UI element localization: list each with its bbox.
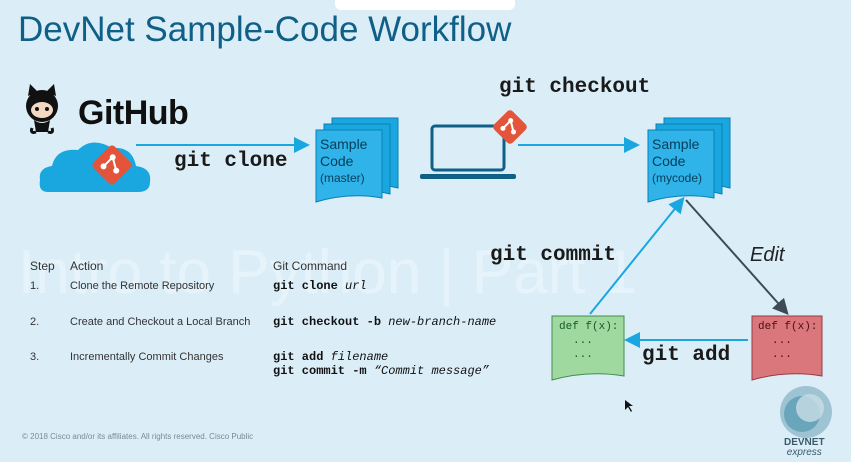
doc-mycode-line2: Code: [652, 153, 686, 169]
row3-step: 3.: [30, 351, 40, 363]
devnet-express-text: DEVNET express: [784, 438, 825, 458]
octocat-icon: [26, 84, 58, 134]
row3-command2-arg: “Commit message”: [373, 364, 490, 378]
git-logo-icon: [493, 110, 527, 144]
staged-file-code: def f(x): ... ...: [559, 320, 618, 362]
table-header-step: Step: [30, 259, 55, 273]
laptop-icon: [420, 124, 516, 179]
commit-arrow: [589, 196, 685, 315]
page-title: DevNet Sample-Code Workflow: [18, 10, 512, 49]
devnet-express-logo: [780, 386, 832, 438]
doc-mycode-line3: (mycode): [652, 171, 703, 185]
staged-code-line2: ...: [573, 335, 593, 347]
git-commit-label: git commit: [490, 244, 617, 267]
row2-step: 2.: [30, 316, 40, 328]
edit-arrow: [685, 199, 789, 315]
modified-file: [751, 315, 823, 381]
row1-step: 1.: [30, 280, 40, 292]
staged-file: [551, 315, 625, 381]
doc-master-line3: (master): [320, 171, 365, 185]
devnet-logo-line1: DEVNET: [784, 437, 825, 448]
footer-copyright: © 2018 Cisco and/or its affiliates. All …: [22, 432, 254, 441]
row3-action: Incrementally Commit Changes: [70, 351, 224, 363]
table-header-command: Git Command: [273, 259, 348, 273]
git-clone-label: git clone: [174, 150, 288, 173]
git-add-label: git add: [642, 344, 731, 367]
row3-command1-arg: filename: [330, 350, 389, 364]
doc-stack-master: [315, 117, 399, 203]
modified-file-code: def f(x): ... ...: [758, 320, 817, 362]
row3-command1-bold: git add: [273, 350, 324, 364]
watermark-text: Intro to Python | Part 1: [18, 238, 638, 307]
row3-command-1: git add filename: [273, 350, 388, 364]
modified-code-line3: ...: [772, 349, 792, 361]
doc-master-line1: Sample: [320, 136, 368, 152]
row3-command2-bold: git commit -m: [273, 364, 367, 378]
doc-mycode-line1: Sample: [652, 136, 700, 152]
row1-command: git clone url: [273, 279, 367, 293]
doc-stack-mycode: [647, 117, 731, 203]
edit-label: Edit: [750, 244, 785, 266]
doc-master-text: Sample Code (master): [320, 136, 367, 187]
modified-code-line2: ...: [772, 335, 792, 347]
git-logo-icon: [92, 145, 132, 185]
staged-code-line3: ...: [573, 349, 593, 361]
row2-command-bold: git checkout -b: [273, 315, 382, 329]
doc-master-line2: Code: [320, 153, 354, 169]
modified-code-line1: def f(x):: [758, 321, 818, 333]
mouse-cursor: [625, 400, 633, 412]
top-tab: [335, 0, 515, 10]
github-label: GitHub: [78, 94, 189, 132]
row3-command-2: git commit -m “Commit message”: [273, 364, 489, 378]
devnet-logo-line2: express: [786, 447, 822, 458]
row2-command: git checkout -b new-branch-name: [273, 315, 496, 329]
git-checkout-label: git checkout: [499, 76, 651, 99]
staged-code-line1: def f(x):: [559, 321, 619, 333]
row2-action: Create and Checkout a Local Branch: [70, 316, 251, 328]
table-header-action: Action: [70, 259, 104, 273]
doc-mycode-text: Sample Code (mycode): [652, 136, 702, 187]
row2-command-arg: new-branch-name: [388, 315, 497, 329]
row1-action: Clone the Remote Repository: [70, 280, 215, 292]
row1-command-bold: git clone: [273, 279, 338, 293]
row1-command-arg: url: [345, 279, 367, 293]
